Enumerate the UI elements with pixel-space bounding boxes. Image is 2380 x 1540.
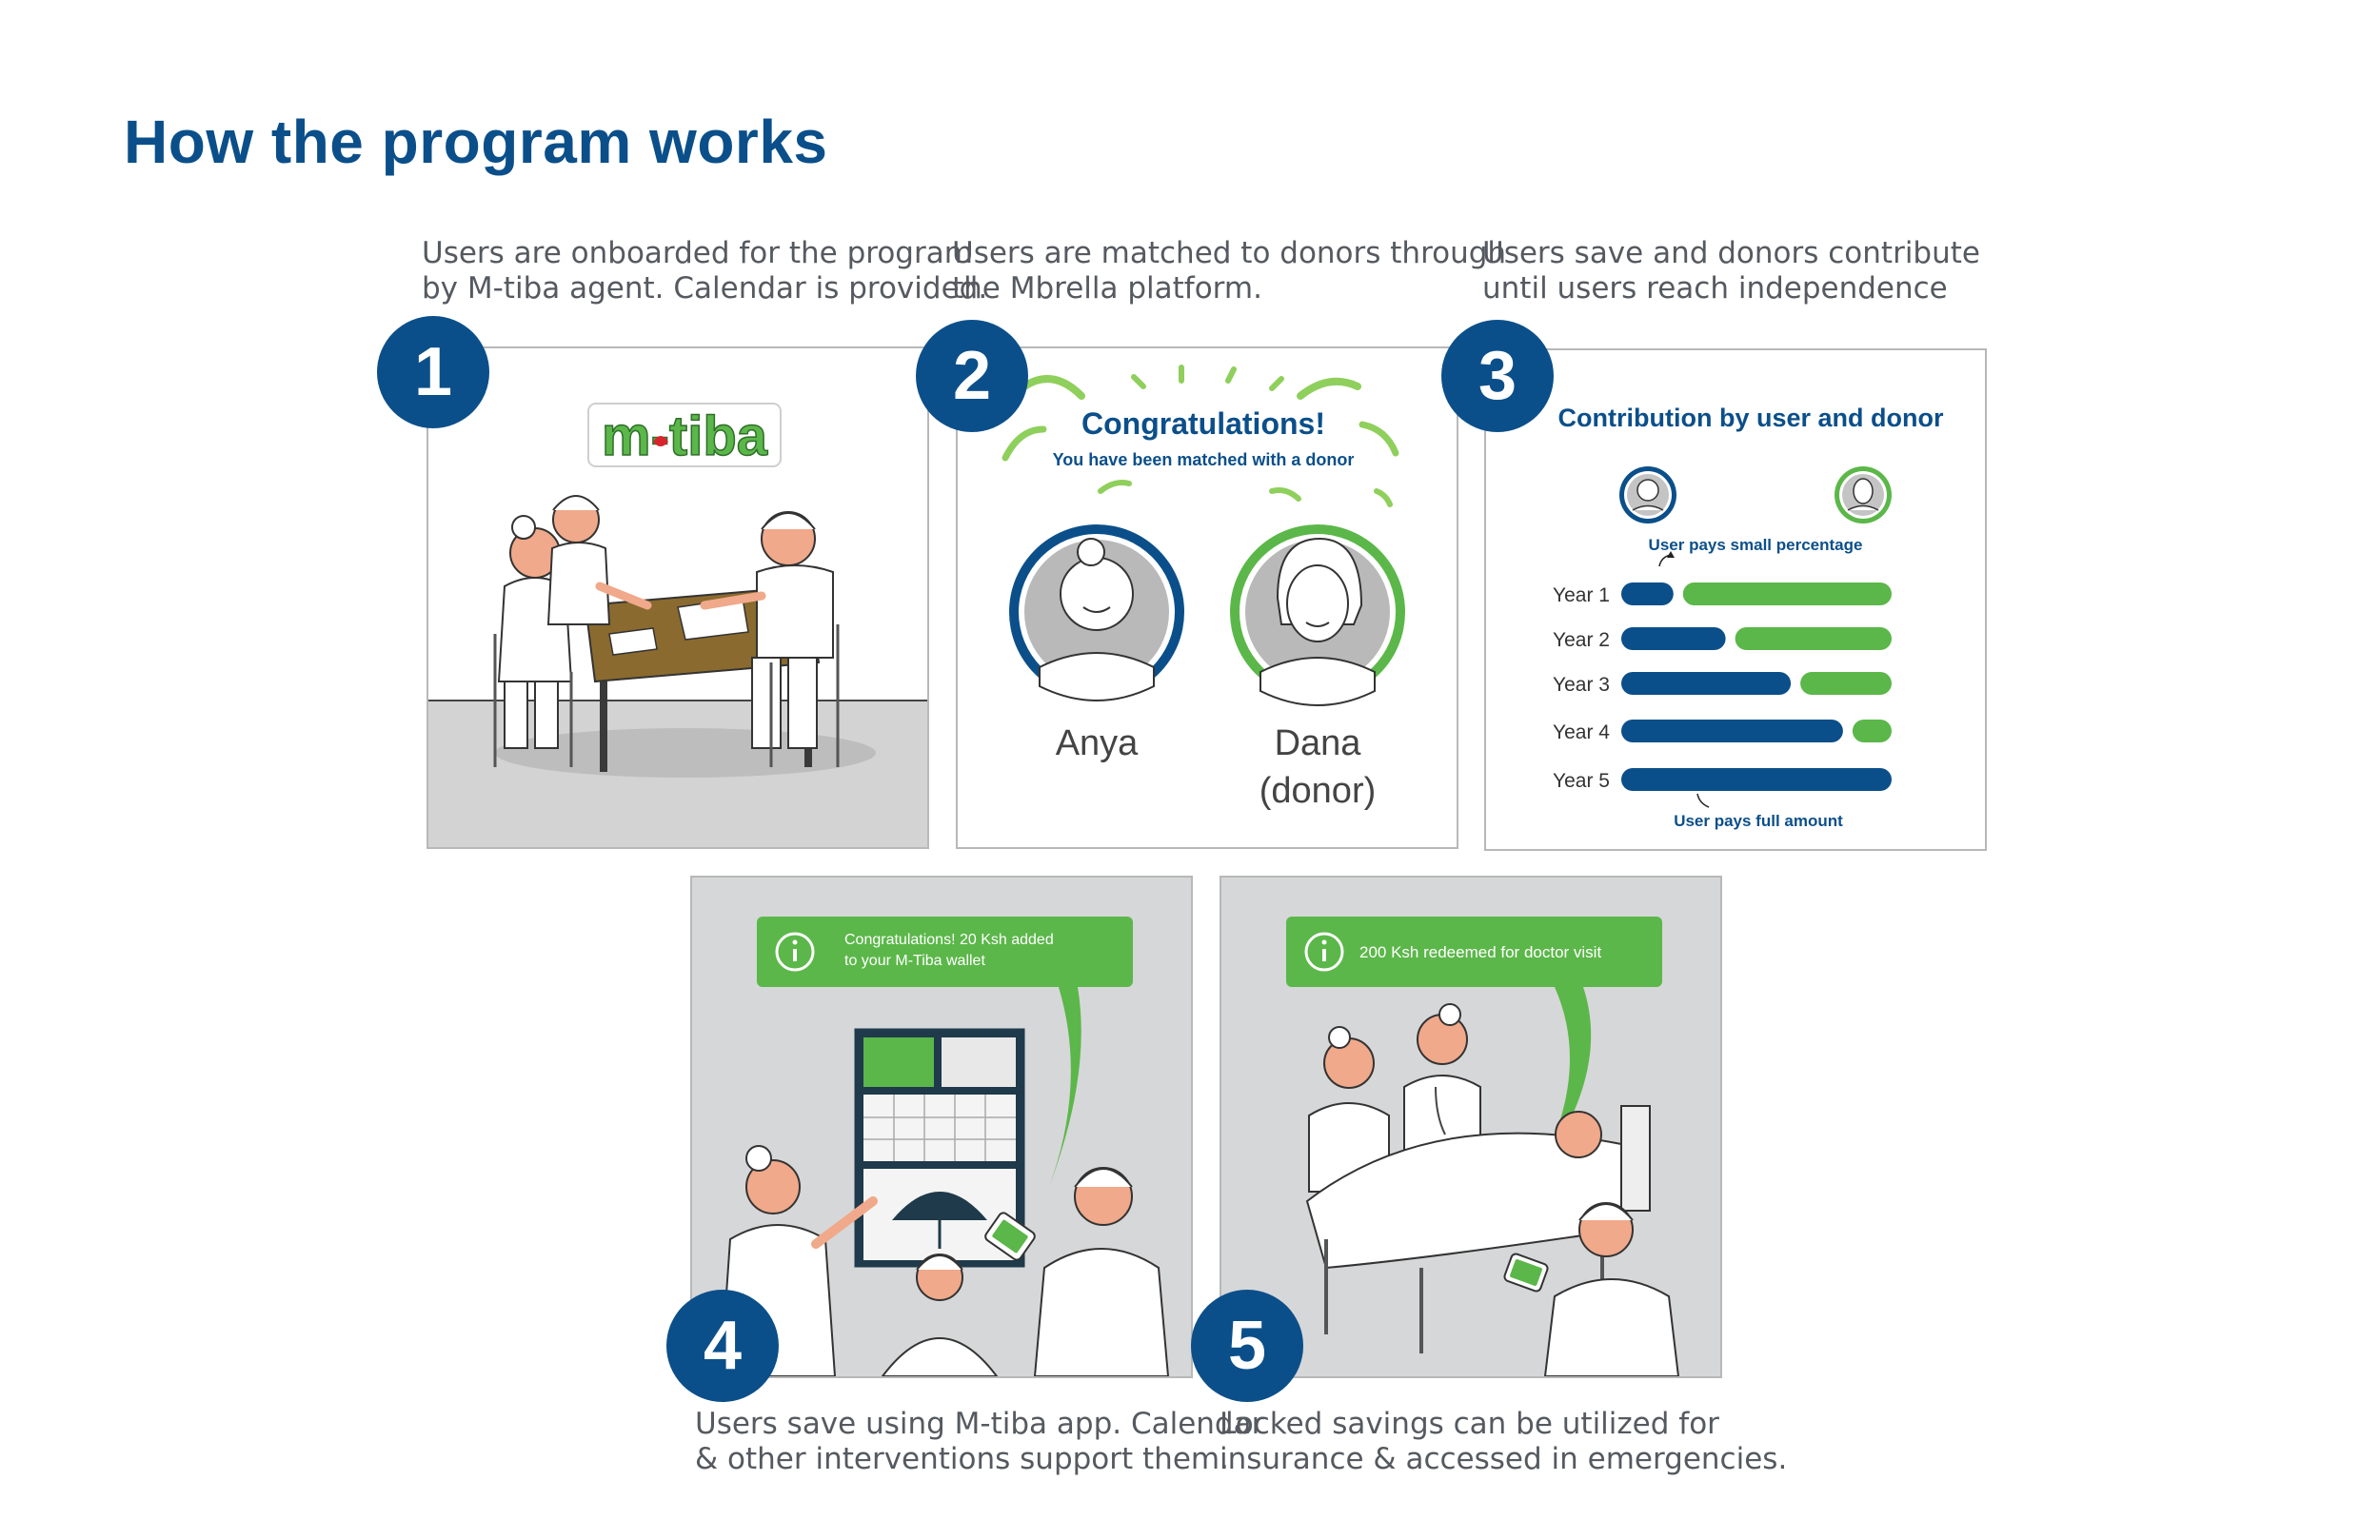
step-2-panel: Congratulations! You have been matched w… <box>956 346 1458 849</box>
notification-line: 200 Ksh redeemed for doctor visit <box>1359 943 1601 961</box>
annotation-top: User pays small percentage <box>1649 536 1863 554</box>
notification-bubble <box>757 917 1133 987</box>
user-share-bar <box>1621 672 1792 695</box>
step-1-panel: m-tiba <box>426 346 929 849</box>
savings-illustration: Congratulations! 20 Ksh added to your M-… <box>719 917 1170 1376</box>
user-avatar <box>1009 524 1184 701</box>
step-5-panel: 200 Ksh redeemed for doctor visit <box>1220 876 1722 1378</box>
notification-line: to your M-Tiba wallet <box>844 953 985 969</box>
user-share-bar <box>1621 627 1726 650</box>
caption-line: Locked savings can be utilized for <box>1220 1407 1719 1441</box>
caption-line: Users save using M-tiba app. Calendar <box>695 1407 1264 1441</box>
step-2-caption: Users are matched to donors through the … <box>952 236 1506 306</box>
year-label: Year 1 <box>1553 584 1610 606</box>
donor-mini-avatar <box>1835 466 1892 523</box>
donor-name: Dana <box>1275 723 1362 763</box>
caption-line: by M-tiba agent. Calendar is provided. <box>422 271 988 306</box>
year-label: Year 4 <box>1553 721 1610 743</box>
step-3-caption: Users save and donors contribute until u… <box>1482 236 1980 306</box>
match-headline: Congratulations! <box>1081 406 1325 441</box>
caption-line: & other interventions support them. <box>695 1442 1229 1476</box>
caption-line: until users reach independence <box>1482 271 1948 306</box>
donor-role: (donor) <box>1259 771 1377 811</box>
step-1-badge: 1 <box>377 316 489 428</box>
notification-bubble <box>1286 917 1662 987</box>
page-title: How the program works <box>124 108 828 176</box>
user-name: Anya <box>1056 723 1139 763</box>
annotation-bottom-arrow <box>1696 793 1710 808</box>
user-mini-avatar <box>1619 466 1676 523</box>
donor-share-bar <box>1852 720 1892 742</box>
step-4-caption: Users save using M-tiba app. Calendar & … <box>695 1407 1263 1477</box>
info-icon <box>775 932 815 972</box>
match-subline: You have been matched with a donor <box>1053 450 1355 469</box>
step-4-panel: Congratulations! 20 Ksh added to your M-… <box>690 876 1193 1378</box>
year-label: Year 5 <box>1553 770 1610 792</box>
year-label: Year 3 <box>1553 674 1610 696</box>
step-3-panel: Contribution by user and donor User pays… <box>1484 348 1987 851</box>
step-3-badge: 3 <box>1441 320 1554 432</box>
caption-line: the Mbrella platform. <box>952 271 1262 306</box>
contribution-chart: Contribution by user and donor User pays… <box>1553 404 1944 830</box>
user-share-bar <box>1621 720 1843 742</box>
user-share-bar <box>1621 582 1674 605</box>
caption-line: Users are matched to donors through <box>952 236 1507 270</box>
caption-line: Users save and donors contribute <box>1482 236 1980 270</box>
step-4-badge: 4 <box>666 1290 779 1402</box>
notification-line: Congratulations! 20 Ksh added <box>844 932 1054 948</box>
step-2-badge: 2 <box>916 320 1028 432</box>
step-1-caption: Users are onboarded for the program by M… <box>422 236 987 306</box>
chart-title: Contribution by user and donor <box>1558 404 1944 432</box>
donor-share-bar <box>1735 627 1892 650</box>
year-label: Year 2 <box>1553 629 1610 651</box>
mtiba-logo: m-tiba <box>602 405 768 467</box>
step-5-caption: Locked savings can be utilized for insur… <box>1220 1407 1787 1477</box>
info-icon <box>1304 932 1344 972</box>
donor-avatar <box>1230 524 1405 706</box>
user-share-bar <box>1621 768 1892 791</box>
onboarding-illustration: m-tiba <box>428 403 927 847</box>
redemption-illustration: 200 Ksh redeemed for doctor visit <box>1286 917 1680 1376</box>
donor-share-bar <box>1682 582 1892 605</box>
caption-line: Users are onboarded for the program <box>422 236 973 270</box>
donor-share-bar <box>1800 672 1892 695</box>
caption-line: insurance & accessed in emergencies. <box>1220 1442 1788 1476</box>
annotation-bottom: User pays full amount <box>1674 812 1843 830</box>
step-5-badge: 5 <box>1191 1290 1303 1402</box>
match-illustration: Congratulations! You have been matched w… <box>1002 365 1405 811</box>
